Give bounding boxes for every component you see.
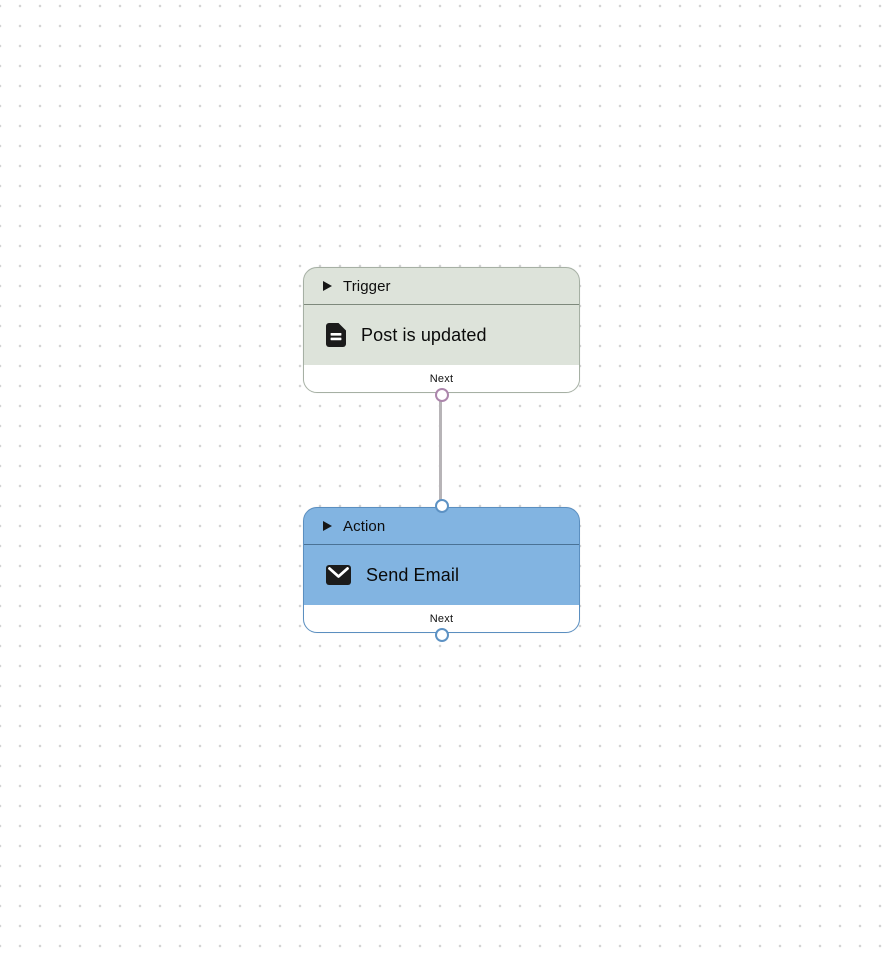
action-input-port[interactable] (434, 499, 449, 513)
action-body[interactable]: Send Email (304, 545, 579, 605)
action-type-label: Action (343, 517, 386, 535)
trigger-output-port[interactable] (434, 388, 449, 402)
action-output-port[interactable] (434, 628, 449, 642)
trigger-next-label: Next (429, 372, 454, 385)
connector-edge[interactable] (439, 394, 442, 508)
action-card[interactable]: Action Send Email Next (303, 507, 580, 633)
action-footer: Next (304, 605, 579, 632)
document-icon (326, 323, 346, 347)
action-next-label: Next (429, 612, 454, 625)
trigger-header[interactable]: Trigger (304, 268, 579, 305)
trigger-footer: Next (304, 365, 579, 392)
trigger-card[interactable]: Trigger Post is updated Next (303, 267, 580, 393)
trigger-title: Post is updated (361, 324, 487, 345)
email-icon (326, 565, 351, 585)
trigger-body[interactable]: Post is updated (304, 305, 579, 365)
node-trigger[interactable]: Trigger Post is updated Next (303, 267, 580, 402)
disclosure-triangle-icon[interactable] (323, 281, 332, 291)
action-header[interactable]: Action (304, 508, 579, 545)
disclosure-triangle-icon[interactable] (323, 521, 332, 531)
node-action[interactable]: Action Send Email Next (303, 499, 580, 642)
action-title: Send Email (366, 564, 460, 585)
trigger-type-label: Trigger (343, 277, 391, 295)
